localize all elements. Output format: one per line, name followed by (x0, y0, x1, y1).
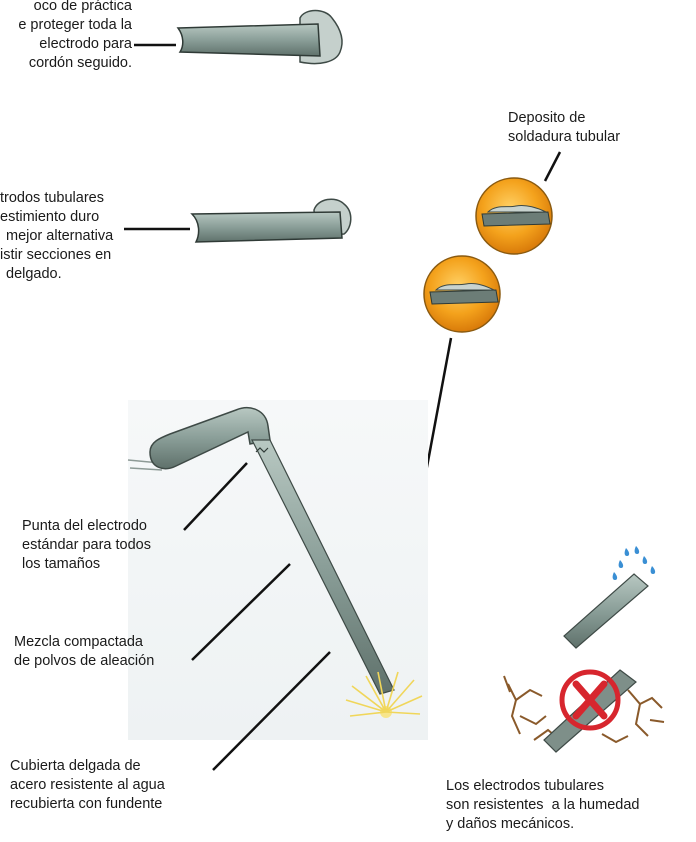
label-line: istir secciones en (0, 247, 112, 263)
no-entry-icon (559, 669, 621, 731)
label-line: Punta del electrodo (22, 518, 147, 534)
deposit-circle-2 (423, 255, 501, 333)
label-line: cordón seguido. (28, 55, 132, 71)
electrode-top (176, 9, 343, 65)
label-line: oco de práctica (33, 0, 132, 14)
label-line: estimiento duro (0, 209, 100, 225)
label-line: Los electrodos tubulares (446, 778, 604, 794)
label-line: los tamaños (22, 556, 101, 572)
label-line: recubierta con fundente (10, 796, 163, 812)
label-deposit: Deposito de soldadura tubular (508, 109, 620, 147)
leader-mix (191, 563, 291, 661)
leader-tip (183, 462, 248, 531)
label-resistant: Los electrodos tubulares son resistentes… (446, 777, 639, 834)
electrode-middle (190, 198, 352, 243)
label-tip: Punta del electrodo estándar para todos … (22, 517, 151, 574)
sparks-icon (345, 671, 423, 718)
main-electrode (127, 406, 395, 695)
leader-deposit (543, 151, 562, 182)
label-line: trodos tubulares (0, 190, 104, 206)
label-line: y daños mecánicos. (446, 816, 575, 832)
deposit-circle-1 (475, 177, 553, 255)
label-mix: Mezcla compactada de polvos de aleación (14, 633, 154, 671)
label-line: Deposito de (508, 110, 586, 126)
label-line: Mezcla compactada (14, 634, 143, 650)
label-line: soldadura tubular (508, 129, 621, 145)
label-line: e proteger toda la (18, 17, 132, 33)
dry-electrode (563, 573, 649, 649)
label-line: son resistentes a la humedad (446, 797, 640, 813)
label-line: Cubierta delgada de (10, 758, 141, 774)
label-line: electrodo para (39, 36, 132, 52)
label-line: acero resistente al agua (10, 777, 165, 793)
label-line: estándar para todos (22, 537, 151, 553)
water-drops-icon (612, 546, 656, 580)
label-line: mejor alternativa (6, 228, 114, 244)
label-middle-left: trodos tubulares estimiento duro mejor a… (0, 189, 113, 284)
label-top-left: oco de práctica e proteger toda la elect… (0, 0, 132, 73)
leader-cover (212, 651, 331, 771)
label-cover: Cubierta delgada de acero resistente al … (10, 757, 165, 814)
label-line: delgado. (6, 266, 62, 282)
label-line: de polvos de aleación (14, 653, 155, 669)
rust-cracks (503, 675, 665, 744)
